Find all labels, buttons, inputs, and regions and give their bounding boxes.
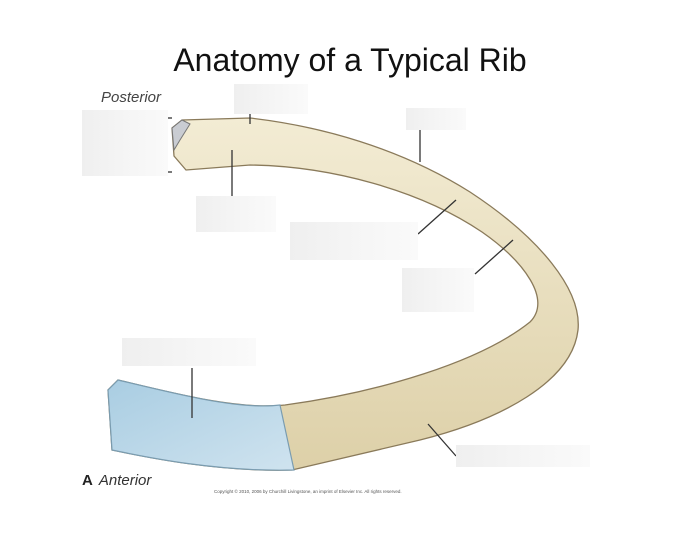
costal-cartilage [107, 379, 295, 471]
posterior-label: Posterior [101, 89, 162, 106]
hidden-label-box [406, 108, 466, 130]
anterior-label: A Anterior [82, 472, 151, 489]
hidden-label-box [82, 110, 168, 176]
panel-letter: A [82, 472, 93, 489]
copyright-notice: Copyright © 2010, 2006 by Churchill Livi… [214, 489, 402, 494]
anterior-text: Anterior [98, 472, 152, 489]
page-title: Anatomy of a Typical Rib [173, 42, 527, 78]
hidden-label-box [122, 338, 256, 366]
hidden-label-box [456, 445, 590, 467]
hidden-label-box [402, 268, 474, 312]
leader-lines [168, 112, 514, 457]
rib-head-facet [171, 119, 191, 152]
hidden-label-box [234, 84, 308, 114]
hidden-label-box [290, 222, 418, 260]
hidden-label-box [196, 196, 276, 232]
